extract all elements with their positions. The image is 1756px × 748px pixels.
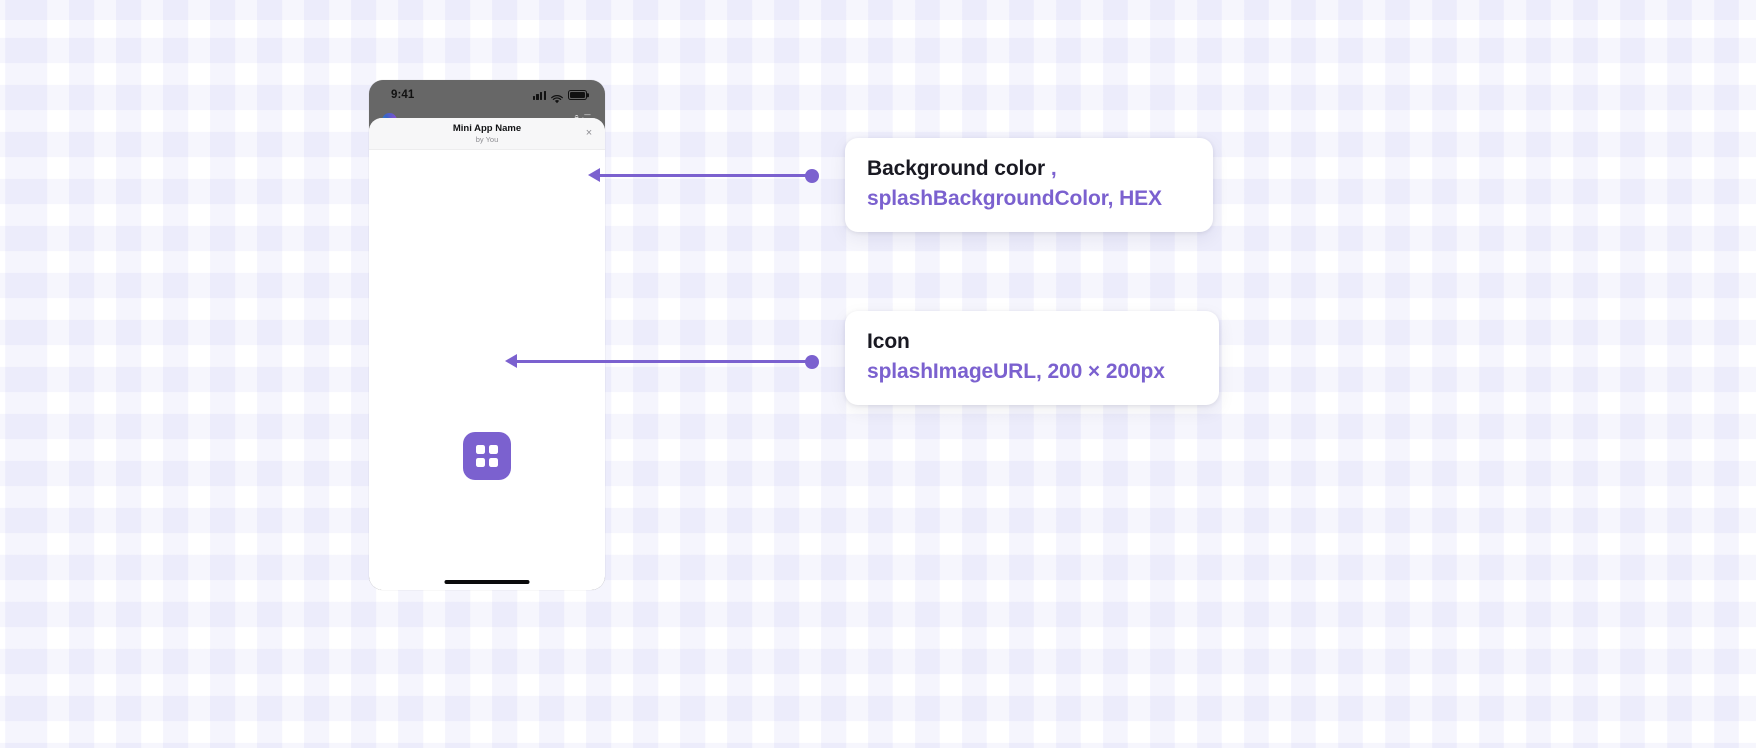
grid-dot-2 <box>488 445 498 455</box>
connector-line-background-color <box>597 174 812 177</box>
annotation-title-background-color: Background color , <box>867 157 1057 180</box>
connector-arrow-background-color <box>588 168 600 182</box>
status-bar-icons <box>532 90 587 103</box>
sheet-title: Mini App Name <box>452 122 522 134</box>
home-indicator <box>444 580 530 584</box>
connector-line-icon <box>512 360 812 363</box>
annotation-comma: , <box>1045 157 1057 180</box>
grid-dot-1 <box>476 445 486 455</box>
status-bar: 9:41 <box>369 80 605 110</box>
annotation-property-icon: splashImageURL, 200 × 200px <box>867 360 1165 383</box>
sheet-header: Mini App Name by You × <box>369 118 605 150</box>
annotation-card-icon: Icon splashImageURL, 200 × 200px <box>845 311 1219 405</box>
grid-dot-4 <box>488 457 498 467</box>
grid-dot-3 <box>476 457 486 467</box>
cellular-signal-icon <box>532 90 546 100</box>
connector-dot-background-color <box>805 168 819 183</box>
battery-icon <box>568 90 587 100</box>
sheet-subtitle: by You <box>475 134 499 144</box>
grid-app-icon <box>463 432 511 480</box>
connector-dot-icon <box>805 354 819 369</box>
splash-screen-body <box>369 150 605 590</box>
annotation-property-background-color: splashBackgroundColor, HEX <box>867 187 1162 210</box>
mini-app-sheet: Mini App Name by You × <box>369 118 605 590</box>
status-bar-time: 9:41 <box>391 89 415 101</box>
phone-mockup: 9:41 Home â‹¯ Mini App Name by You <box>369 80 605 590</box>
wifi-icon <box>551 91 563 103</box>
close-icon[interactable]: × <box>585 127 593 139</box>
annotation-card-background-color: Background color , splashBackgroundColor… <box>845 138 1213 232</box>
connector-arrow-icon <box>505 354 517 368</box>
annotation-title-icon: Icon <box>867 330 910 353</box>
